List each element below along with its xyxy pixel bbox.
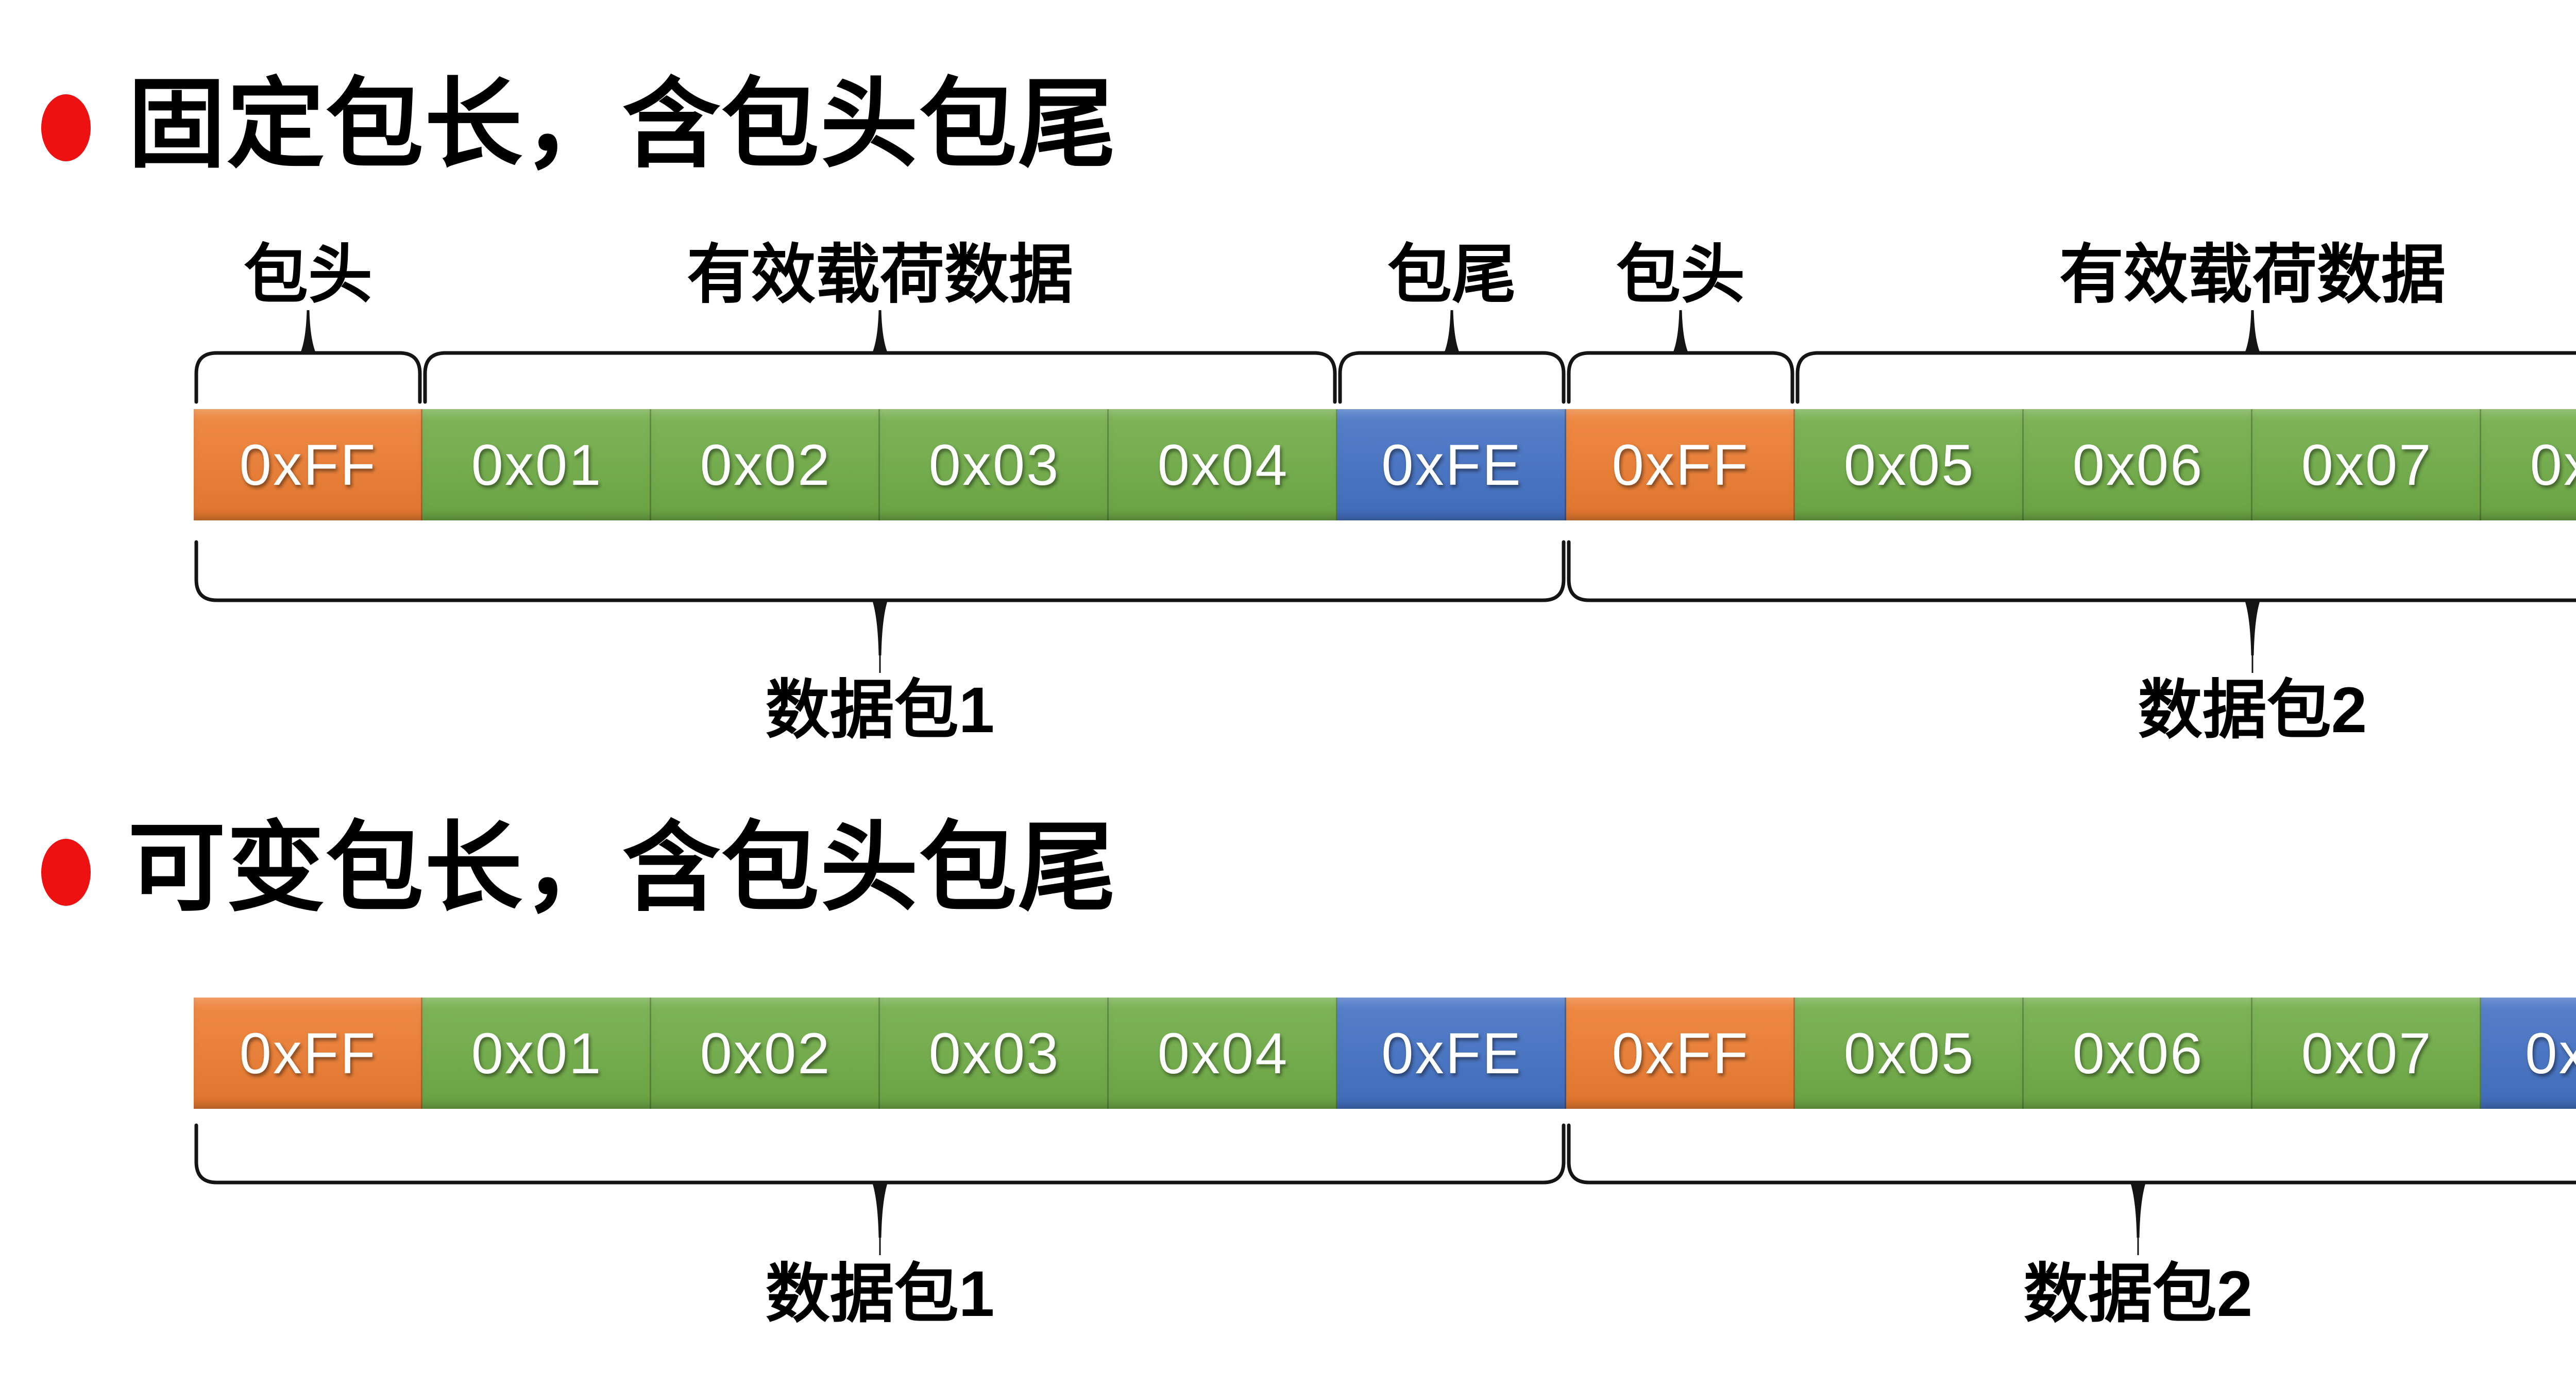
byte-box-payload: 0x01 [422, 409, 651, 520]
byte-box-payload: 0x03 [880, 998, 1109, 1109]
field-label: 有效载荷数据 [687, 239, 1073, 311]
field-label: 包尾 [1387, 239, 1516, 311]
byte-box-header: 0xFF [1566, 998, 1795, 1109]
byte-box-payload: 0x06 [2024, 998, 2252, 1109]
field-label: 包头 [244, 239, 372, 311]
byte-box-payload: 0x05 [1795, 998, 2024, 1109]
byte-box-payload: 0x03 [880, 409, 1109, 520]
byte-box-payload: 0x02 [651, 409, 880, 520]
section-title: 固定包长，含包头包尾 [128, 70, 1117, 179]
byte-box-payload: 0x04 [1109, 998, 1337, 1109]
packet-label: 数据包2 [2023, 1258, 2253, 1330]
section-title: 可变包长，含包头包尾 [128, 814, 1117, 923]
byte-box-payload: 0x07 [2252, 409, 2481, 520]
byte-box-payload: 0x08 [2481, 409, 2576, 520]
byte-box-tail: 0xFE [2481, 998, 2576, 1109]
packet-label: 数据包1 [765, 674, 995, 746]
packet-label: 数据包1 [765, 1258, 995, 1330]
field-label: 有效载荷数据 [2059, 239, 2446, 311]
byte-box-header: 0xFF [194, 998, 422, 1109]
packet-label: 数据包2 [2138, 674, 2367, 746]
field-label: 包头 [1616, 239, 1745, 311]
byte-box-tail: 0xFE [1337, 409, 1566, 520]
byte-box-payload: 0x01 [422, 998, 651, 1109]
byte-box-payload: 0x07 [2252, 998, 2481, 1109]
byte-box-payload: 0x02 [651, 998, 880, 1109]
bullet-icon [41, 839, 91, 906]
byte-box-payload: 0x05 [1795, 409, 2024, 520]
byte-box-header: 0xFF [194, 409, 422, 520]
byte-box-payload: 0x04 [1109, 409, 1337, 520]
bullet-icon [41, 94, 91, 161]
byte-box-header: 0xFF [1566, 409, 1795, 520]
byte-box-payload: 0x06 [2024, 409, 2252, 520]
byte-box-tail: 0xFE [1337, 998, 1566, 1109]
